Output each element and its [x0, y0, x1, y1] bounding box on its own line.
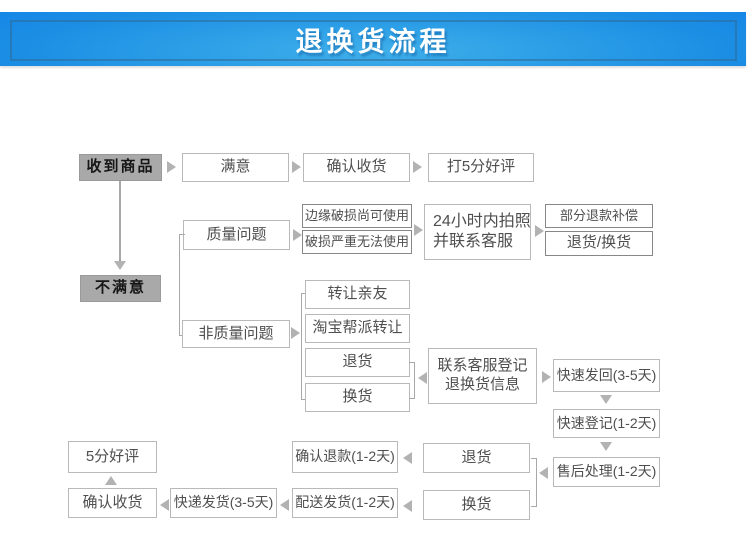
node-satisfied: 满意	[182, 153, 289, 182]
arrow-right-icon	[167, 161, 176, 173]
arrow-left-icon	[418, 372, 427, 384]
node-exchange-mid: 换货	[305, 383, 410, 412]
node-taobao-transfer: 淘宝帮派转让	[305, 314, 410, 343]
arrow-left-icon	[539, 467, 548, 479]
merge-bracket	[531, 458, 537, 507]
arrow-left-icon	[160, 499, 169, 511]
node-received: 收到商品	[79, 154, 162, 181]
arrow-right-icon	[414, 224, 423, 236]
node-contact-service-line2: 退换货信息	[444, 376, 520, 393]
arrow-left-icon	[280, 499, 289, 511]
node-return-bottom: 退货	[423, 443, 530, 473]
arrow-right-icon	[292, 161, 301, 173]
node-contact-service-line1: 联系客服登记	[437, 357, 528, 375]
arrow-down-icon	[600, 395, 612, 404]
node-photo-24h: 24小时内拍照 并联系客服	[424, 204, 531, 260]
node-severe-damage: 破损严重无法使用	[302, 230, 412, 254]
arrow-left-icon	[403, 452, 412, 464]
node-five-star-top: 打5分好评	[428, 153, 534, 182]
arrow-down-icon	[114, 261, 126, 270]
arrow-up-icon	[105, 476, 117, 485]
header-banner: 退换货流程	[0, 12, 746, 66]
node-return-exchange: 退货/换货	[545, 231, 653, 256]
arrow-right-icon	[413, 161, 422, 173]
arrow-right-icon	[542, 371, 551, 383]
node-exchange-bottom: 换货	[423, 490, 530, 520]
branch-bracket	[301, 293, 307, 400]
node-photo-24h-line2: 并联系客服	[433, 233, 514, 250]
node-express: 快递发货(3-5天)	[170, 488, 277, 518]
node-five-star-bottom: 5分好评	[68, 441, 157, 473]
node-edge-damage: 边缘破损尚可使用	[302, 204, 412, 228]
node-photo-24h-line1: 24小时内拍照	[433, 213, 531, 230]
node-fast-return: 快速发回(3-5天)	[553, 359, 660, 392]
merge-bracket	[409, 362, 415, 399]
node-transfer-friends: 转让亲友	[305, 280, 410, 309]
node-unsatisfied: 不满意	[80, 275, 161, 302]
page-title: 退换货流程	[295, 26, 451, 57]
node-return-mid: 退货	[305, 348, 410, 377]
node-quality-issue: 质量问题	[183, 220, 290, 250]
arrow-left-icon	[403, 500, 412, 512]
node-confirm-receipt-top: 确认收货	[303, 153, 410, 182]
arrow-right-icon	[293, 229, 302, 241]
node-confirm-receipt-bottom: 确认收货	[68, 488, 157, 518]
node-partial-refund: 部分退款补偿	[545, 204, 653, 228]
node-contact-service: 联系客服登记 退换货信息	[428, 348, 537, 404]
arrow-right-icon	[535, 225, 544, 237]
connector-line	[119, 181, 121, 261]
node-non-quality: 非质量问题	[182, 320, 290, 348]
node-after-sale: 售后处理(1-2天)	[553, 457, 660, 487]
arrow-right-icon	[291, 327, 300, 339]
node-fast-register: 快速登记(1-2天)	[553, 409, 660, 438]
node-confirm-refund: 确认退款(1-2天)	[292, 441, 398, 473]
node-dispatch: 配送发货(1-2天)	[292, 488, 398, 518]
arrow-down-icon	[600, 442, 612, 451]
